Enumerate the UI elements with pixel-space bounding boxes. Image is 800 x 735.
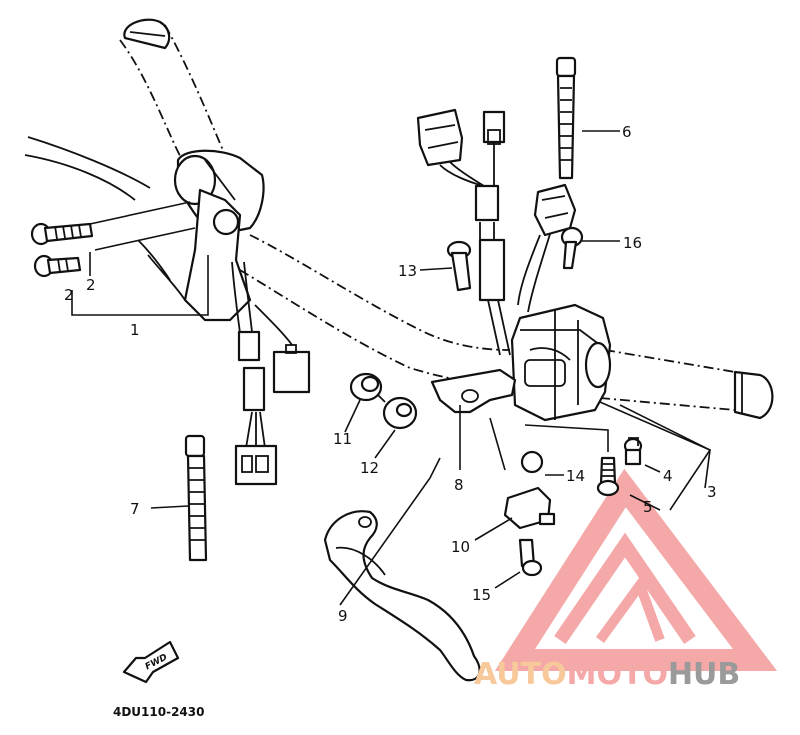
leader-lines <box>71 130 712 606</box>
fairing-outline <box>24 136 186 301</box>
lock-nut-12 <box>382 396 418 430</box>
drawing-code: 4DU110-2430 <box>113 705 204 719</box>
switch-10 <box>503 486 556 530</box>
callout-6: 6 <box>622 123 632 141</box>
callout-11: 11 <box>333 430 352 448</box>
watermark-text: AUTOMOTOHUB <box>474 657 740 692</box>
callout-1: 1 <box>130 321 140 339</box>
watermark-moto: MOTO <box>567 657 668 692</box>
watermark-hub: HUB <box>668 657 740 692</box>
screw-2-upper <box>30 222 94 246</box>
clutch-lever-9 <box>323 510 481 682</box>
screw-16 <box>560 226 584 270</box>
adjuster-nut-11 <box>349 372 386 403</box>
callout-16: 16 <box>623 234 642 252</box>
watermark-auto: AUTO <box>474 657 567 692</box>
left-wire-harness <box>231 261 311 486</box>
callout-13: 13 <box>398 262 417 280</box>
lever-bracket-8 <box>430 368 517 414</box>
right-wire-harness <box>416 108 577 356</box>
screw-2-lower <box>33 254 82 278</box>
callout-3: 3 <box>707 483 717 501</box>
callout-5: 5 <box>643 498 653 516</box>
nut-14 <box>520 450 544 474</box>
right-grip <box>733 370 774 420</box>
bolt-13 <box>446 240 472 292</box>
callout-2-left: 2 <box>64 286 74 304</box>
right-switch-assembly <box>510 303 612 422</box>
screw-4 <box>623 437 643 466</box>
callout-8: 8 <box>454 476 464 494</box>
triangle-m-logo-icon <box>494 468 778 671</box>
callout-15: 15 <box>472 586 491 604</box>
callout-labels: 1 2 2 3 4 5 6 7 8 9 10 11 12 13 14 15 16 <box>64 123 717 625</box>
screw-15 <box>518 538 543 577</box>
callout-10: 10 <box>451 538 470 556</box>
callout-4: 4 <box>663 467 673 485</box>
callout-12: 12 <box>360 459 379 477</box>
left-grip <box>123 18 265 237</box>
cable-tie-7 <box>184 434 208 562</box>
screw-5 <box>596 456 620 497</box>
callout-9: 9 <box>338 607 348 625</box>
cable-tie-6 <box>555 56 577 180</box>
fwd-arrow-icon: FWD <box>122 640 180 684</box>
callout-14: 14 <box>566 467 585 485</box>
callout-7: 7 <box>130 500 140 518</box>
svg-text:AUTOMOTOHUB: AUTOMOTOHUB <box>474 657 740 692</box>
callout-2-right: 2 <box>86 276 96 294</box>
